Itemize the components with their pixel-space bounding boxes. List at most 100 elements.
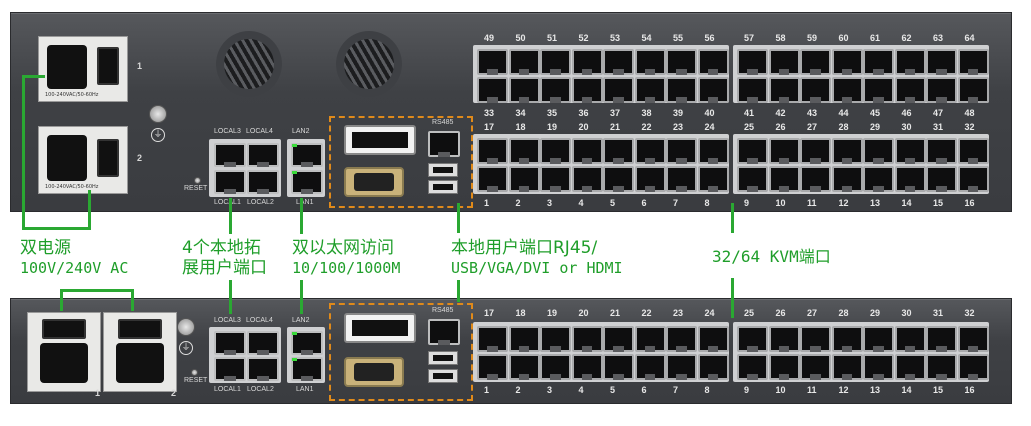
local2-port[interactable] — [247, 357, 279, 381]
kvm-port[interactable] — [894, 77, 926, 103]
kvm-port[interactable] — [634, 49, 666, 75]
usb-port[interactable] — [428, 351, 458, 365]
kvm-port[interactable] — [603, 166, 634, 192]
kvm-port[interactable] — [800, 49, 831, 75]
lan2-port[interactable] — [291, 143, 323, 167]
local1-port[interactable] — [214, 170, 246, 194]
kvm-port[interactable] — [926, 354, 957, 380]
kvm-port[interactable] — [800, 166, 831, 192]
kvm-port[interactable] — [666, 166, 697, 192]
kvm-port[interactable] — [666, 77, 697, 103]
kvm-port[interactable] — [603, 77, 634, 103]
kvm-port[interactable] — [634, 354, 666, 380]
lan1-port[interactable] — [291, 357, 323, 381]
kvm-port[interactable] — [508, 77, 540, 103]
local3-port[interactable] — [214, 331, 246, 355]
kvm-port[interactable] — [540, 77, 571, 103]
kvm-port[interactable] — [603, 326, 634, 352]
kvm-port[interactable] — [768, 138, 800, 164]
kvm-port[interactable] — [697, 138, 729, 164]
kvm-port[interactable] — [831, 354, 863, 380]
kvm-port[interactable] — [697, 166, 729, 192]
kvm-port[interactable] — [957, 138, 989, 164]
kvm-port[interactable] — [831, 138, 863, 164]
kvm-port[interactable] — [571, 354, 603, 380]
power-inlet-2[interactable]: 100-240VAC/50-60Hz — [38, 126, 128, 194]
kvm-port[interactable] — [477, 166, 508, 192]
kvm-port[interactable] — [634, 166, 666, 192]
local4-port[interactable] — [247, 331, 279, 355]
kvm-port[interactable] — [508, 326, 540, 352]
kvm-port[interactable] — [957, 77, 989, 103]
kvm-port[interactable] — [697, 354, 729, 380]
lan1-port[interactable] — [291, 170, 323, 194]
dvi-port[interactable] — [344, 125, 416, 155]
kvm-port[interactable] — [894, 166, 926, 192]
kvm-port[interactable] — [603, 354, 634, 380]
kvm-port[interactable] — [477, 326, 508, 352]
kvm-port[interactable] — [571, 326, 603, 352]
kvm-port[interactable] — [863, 166, 894, 192]
kvm-port[interactable] — [571, 77, 603, 103]
kvm-port[interactable] — [863, 138, 894, 164]
kvm-port[interactable] — [666, 354, 697, 380]
kvm-port[interactable] — [926, 77, 957, 103]
kvm-port[interactable] — [768, 77, 800, 103]
kvm-port[interactable] — [831, 49, 863, 75]
kvm-port[interactable] — [800, 77, 831, 103]
local4-port[interactable] — [247, 143, 279, 167]
kvm-port[interactable] — [508, 49, 540, 75]
usb-port[interactable] — [428, 163, 458, 177]
kvm-port[interactable] — [926, 166, 957, 192]
usb-port[interactable] — [428, 369, 458, 383]
kvm-port[interactable] — [571, 138, 603, 164]
kvm-port[interactable] — [863, 326, 894, 352]
kvm-port[interactable] — [957, 354, 989, 380]
vga-port[interactable] — [344, 167, 404, 197]
kvm-port[interactable] — [666, 49, 697, 75]
kvm-port[interactable] — [768, 49, 800, 75]
local3-port[interactable] — [214, 143, 246, 167]
kvm-port[interactable] — [863, 77, 894, 103]
kvm-port[interactable] — [737, 354, 768, 380]
kvm-port[interactable] — [603, 138, 634, 164]
kvm-port[interactable] — [697, 49, 729, 75]
kvm-port[interactable] — [634, 77, 666, 103]
kvm-port[interactable] — [957, 49, 989, 75]
dvi-port[interactable] — [344, 313, 416, 343]
kvm-port[interactable] — [926, 138, 957, 164]
kvm-port[interactable] — [508, 354, 540, 380]
kvm-port[interactable] — [926, 326, 957, 352]
kvm-port[interactable] — [768, 354, 800, 380]
kvm-port[interactable] — [768, 326, 800, 352]
kvm-port[interactable] — [477, 77, 508, 103]
kvm-port[interactable] — [634, 326, 666, 352]
kvm-port[interactable] — [571, 166, 603, 192]
kvm-port[interactable] — [508, 166, 540, 192]
kvm-port[interactable] — [957, 166, 989, 192]
kvm-port[interactable] — [508, 138, 540, 164]
rs485-port[interactable] — [428, 319, 460, 345]
local2-port[interactable] — [247, 170, 279, 194]
power-inlet-2[interactable] — [103, 312, 177, 392]
kvm-port[interactable] — [634, 138, 666, 164]
kvm-port[interactable] — [926, 49, 957, 75]
kvm-port[interactable] — [768, 166, 800, 192]
kvm-port[interactable] — [737, 138, 768, 164]
kvm-port[interactable] — [697, 326, 729, 352]
kvm-port[interactable] — [697, 77, 729, 103]
kvm-port[interactable] — [737, 166, 768, 192]
kvm-port[interactable] — [666, 138, 697, 164]
kvm-port[interactable] — [894, 49, 926, 75]
kvm-port[interactable] — [831, 166, 863, 192]
rs485-port[interactable] — [428, 131, 460, 157]
kvm-port[interactable] — [540, 49, 571, 75]
kvm-port[interactable] — [894, 354, 926, 380]
kvm-port[interactable] — [737, 49, 768, 75]
kvm-port[interactable] — [800, 326, 831, 352]
kvm-port[interactable] — [831, 77, 863, 103]
kvm-port[interactable] — [831, 326, 863, 352]
vga-port[interactable] — [344, 357, 404, 387]
kvm-port[interactable] — [540, 166, 571, 192]
kvm-port[interactable] — [737, 326, 768, 352]
